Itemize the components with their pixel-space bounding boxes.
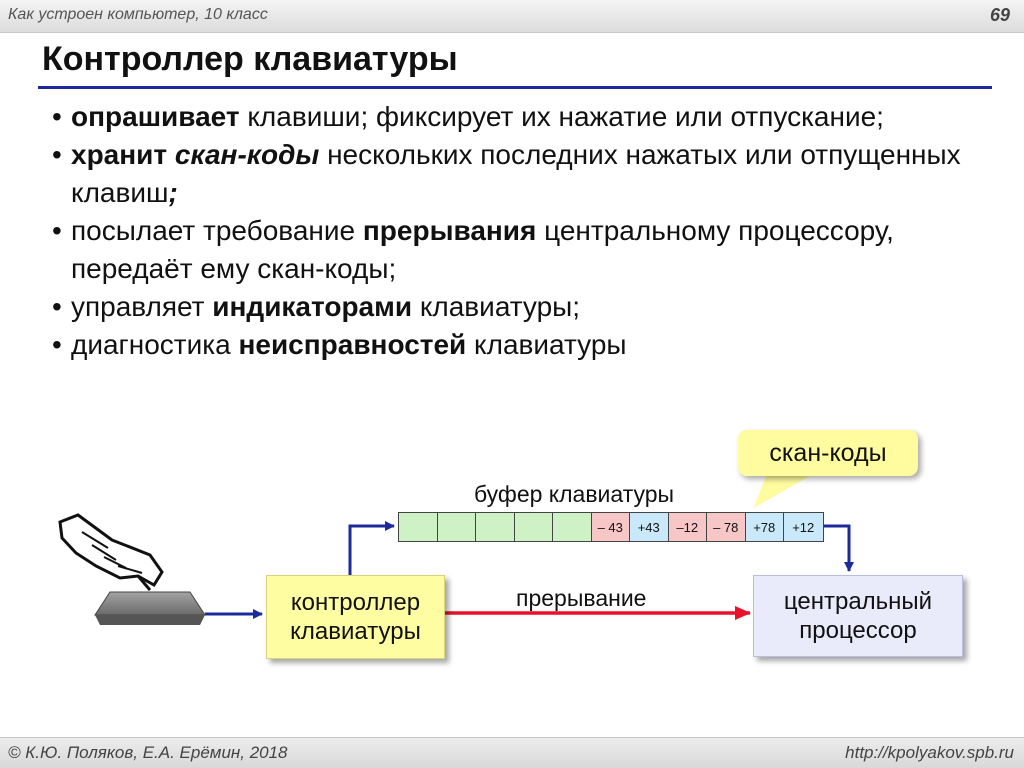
buffer-cell: –12 — [668, 513, 707, 541]
bullet-item: хранит скан-коды нескольких последних на… — [52, 136, 992, 212]
buffer-cell — [399, 513, 438, 541]
bullet-text: нескольких последних нажатых или отпущен… — [71, 139, 961, 208]
bullet-list: опрашивает клавиши; фиксирует их нажатие… — [52, 98, 992, 364]
bullet-text: хранит — [71, 139, 175, 170]
buffer-to-cpu-arrow — [822, 524, 854, 572]
controller-to-buffer-arrow — [348, 521, 395, 575]
bullet-item: посылает требование прерывания центральн… — [52, 212, 992, 288]
bullet-item: опрашивает клавиши; фиксирует их нажатие… — [52, 98, 992, 136]
buffer-cell: +43 — [630, 513, 669, 541]
site-link[interactable]: http://kpolyakov.spb.ru — [845, 743, 1014, 762]
buffer-cell — [437, 513, 476, 541]
page-number: 69 — [989, 5, 1010, 25]
bullet-text: индикаторами — [212, 291, 413, 322]
copyright: © К.Ю. Поляков, Е.А. Ерёмин, 2018 — [8, 743, 288, 762]
slide-title: Контроллер клавиатуры — [42, 40, 458, 78]
bullet-text: посылает требование — [71, 215, 363, 246]
bullet-text: диагностика — [71, 329, 239, 360]
cpu-label-line1: центральный — [783, 588, 933, 615]
buffer-cell: – 78 — [707, 513, 746, 541]
bullet-item: управляет индикаторами клавиатуры; — [52, 288, 992, 326]
controller-label-line2: клавиатуры — [290, 618, 421, 645]
bullet-text: клавиатуры; — [412, 291, 581, 322]
bullet-text: ; — [168, 177, 178, 208]
scancodes-callout: скан-коды — [738, 430, 918, 476]
interrupt-label: прерывание — [516, 585, 647, 611]
hand-icon — [58, 513, 164, 591]
buffer-cell: +12 — [784, 513, 823, 541]
buffer-cell: +78 — [745, 513, 784, 541]
bullet-item: диагностика неисправностей клавиатуры — [52, 326, 992, 364]
bullet-text: скан-коды — [174, 139, 320, 170]
bullet-text: управляет — [71, 291, 213, 322]
buffer-cell — [553, 513, 592, 541]
buffer-cell: – 43 — [591, 513, 630, 541]
cpu-label-line2: процессор — [799, 617, 917, 644]
buffer-cell — [476, 513, 515, 541]
slide-footer: © К.Ю. Поляков, Е.А. Ерёмин, 2018 http:/… — [0, 737, 1024, 768]
bullet-text: прерывания — [362, 215, 537, 246]
bullet-text: неисправностей — [238, 329, 467, 360]
buffer-label: буфер клавиатуры — [474, 481, 675, 507]
bullet-text: центральному процессору, передаёт ему ск… — [71, 215, 894, 284]
keyboard-key-icon — [94, 591, 206, 625]
bullet-text: клавиатуры — [466, 329, 627, 360]
bullet-text: опрашивает — [71, 101, 240, 132]
buffer-cell — [514, 513, 553, 541]
course-title: Как устроен компьютер, 10 класс — [8, 6, 268, 23]
controller-label-line1: контроллер — [290, 589, 421, 616]
bullet-text: клавиши; фиксирует их нажатие или отпуск… — [239, 101, 884, 132]
title-underline — [38, 86, 992, 89]
keyboard-buffer: – 43+43–12– 78+78+12 — [398, 512, 824, 542]
slide-header: Как устроен компьютер, 10 класс 69 — [0, 0, 1024, 33]
